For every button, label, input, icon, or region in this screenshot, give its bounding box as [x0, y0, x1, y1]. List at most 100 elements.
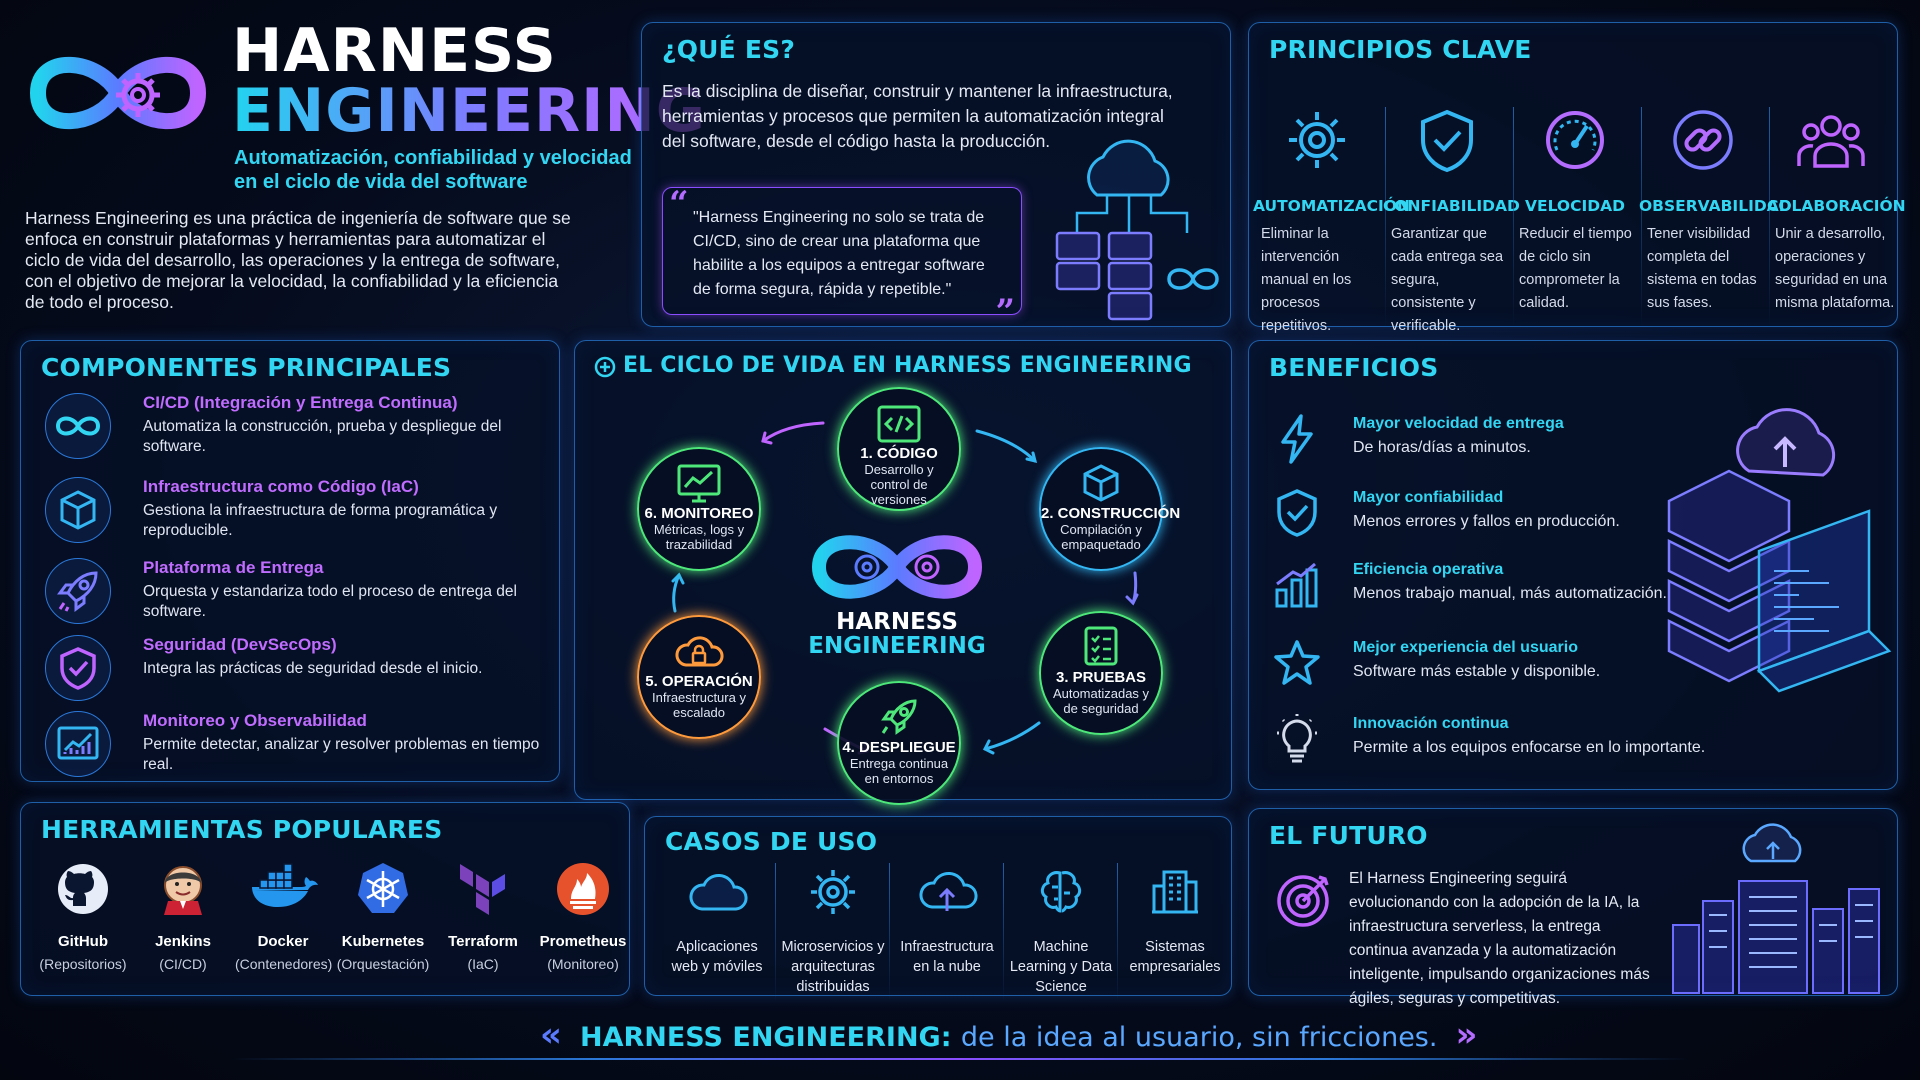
city-cloud-illustration: [1669, 815, 1895, 994]
shield-check-icon: [1269, 485, 1325, 541]
ciclo-panel: EL CICLO DE VIDA EN HARNESS ENGINEERING …: [574, 340, 1232, 805]
casos-panel: CASOS DE USO Aplicaciones web y móviles …: [644, 816, 1232, 1003]
divider: [775, 863, 776, 1003]
footer-tagline: de la idea al usuario, sin fricciones.: [960, 1022, 1438, 1053]
tool-role: (Monitoreo): [547, 956, 619, 972]
stage-monitoreo: 6. MONITOREO Métricas, logs y trazabilid…: [637, 447, 761, 571]
principio-observabilidad: OBSERVABILIDAD Tener visibilidad complet…: [1639, 103, 1792, 315]
close-quote-icon: ”: [995, 292, 1015, 332]
stage-construccion: 2. CONSTRUCCIÓN Compilación y empaquetad…: [1039, 447, 1181, 571]
principio-desc: Reducir el tiempo de ciclo sin compromet…: [1519, 226, 1632, 311]
principio-desc: Eliminar la intervención manual en los p…: [1261, 226, 1352, 334]
componente-title: Infraestructura como Código (IaC): [143, 477, 419, 496]
lightning-icon: [1269, 411, 1325, 467]
principio-desc: Garantizar que cada entrega sea segura, …: [1391, 226, 1504, 334]
principio-desc: Unir a desarrollo, operaciones y segurid…: [1775, 226, 1895, 311]
checklist-icon: [1041, 613, 1161, 667]
infinity-icon: [45, 393, 111, 459]
cube-icon: [45, 477, 111, 543]
caso-web-moviles: Aplicaciones web y móviles: [663, 863, 771, 977]
chevrons-right-icon: »: [1455, 1015, 1478, 1055]
principio-colaboracion: COLABORACIÓN Unir a desarrollo, operacio…: [1767, 103, 1906, 315]
link-icon: [1639, 103, 1767, 177]
caso-machine-learning: Machine Learning y Data Science: [1007, 863, 1115, 997]
cloud-upload-icon: [893, 863, 1001, 921]
beneficio-desc: Permite a los equipos enfocarse en lo im…: [1353, 739, 1706, 756]
stage-despliegue: 4. DESPLIEGUE Entrega continua en entorn…: [837, 681, 961, 805]
que-es-panel: ¿QUÉ ES? Es la disciplina de diseñar, co…: [641, 22, 1231, 332]
tool-name: Terraform: [448, 933, 518, 950]
caso-label: Infraestructura en la nube: [900, 939, 994, 975]
beneficio-innovacion: Innovación continua Permite a los equipo…: [1269, 711, 1769, 773]
divider: [1513, 107, 1514, 327]
beneficio-title: Innovación continua: [1353, 715, 1509, 732]
stage-title: 1. CÓDIGO: [860, 445, 938, 462]
cycle-header-icon: [593, 355, 617, 384]
shield-check-icon: [1383, 103, 1511, 177]
stage-title: 3. PRUEBAS: [1055, 669, 1147, 686]
tool-name: GitHub: [58, 933, 108, 950]
principio-automatizacion: AUTOMATIZACIÓN Eliminar la intervención …: [1253, 103, 1410, 338]
tool-docker: Docker (Contenedores): [235, 859, 332, 972]
caso-label: Sistemas empresariales: [1129, 939, 1221, 975]
speedometer-icon: [1511, 103, 1639, 177]
stage-desc: Entrega continua en entornos: [849, 756, 949, 786]
building-icon: [1121, 863, 1229, 921]
stage-desc: Desarrollo y control de versiones: [864, 462, 934, 507]
terraform-icon: [435, 859, 531, 919]
divider: [889, 863, 890, 1003]
componente-title: Plataforma de Entrega: [143, 558, 324, 577]
stage-title: 5. OPERACIÓN: [645, 673, 753, 690]
stage-desc: Infraestructura y escalado: [652, 690, 746, 720]
shield-check-icon: [45, 635, 111, 701]
footer-banner: «HARNESS ENGINEERING: de la idea al usua…: [540, 1010, 1477, 1060]
brand-infinity-gear-logo: [18, 38, 218, 148]
stage-title: 2. CONSTRUCCIÓN: [1041, 505, 1181, 522]
beneficio-confiabilidad: Mayor confiabilidad Menos errores y fall…: [1269, 485, 1769, 547]
beneficio-title: Mayor velocidad de entrega: [1353, 415, 1564, 432]
quote-text: "Harness Engineering no solo se trata de…: [693, 209, 985, 298]
docker-icon: [235, 859, 331, 919]
stage-title: 4. DESPLIEGUE: [842, 739, 956, 756]
footer-glow-line: [230, 1058, 1690, 1060]
tool-role: (Orquestación): [336, 956, 430, 972]
principio-confiabilidad: CONFIABILIDAD Garantizar que cada entreg…: [1383, 103, 1520, 338]
jenkins-icon: [135, 859, 231, 919]
que-es-text: Es la disciplina de diseñar, construir y…: [662, 81, 1173, 151]
principios-panel: PRINCIPIOS CLAVE AUTOMATIZACIÓN Eliminar…: [1248, 22, 1906, 334]
brand-title-line2: ENGINEERING: [232, 76, 706, 146]
beneficio-eficiencia: Eficiencia operativa Menos trabajo manua…: [1269, 557, 1769, 619]
divider: [1117, 863, 1118, 1003]
principio-desc: Tener visibilidad completa del sistema e…: [1647, 226, 1757, 311]
principio-title: VELOCIDAD: [1525, 197, 1625, 215]
componente-desc: Orquesta y estandariza todo el proceso d…: [143, 583, 517, 620]
prometheus-icon: [535, 859, 631, 919]
rocket-icon: [45, 558, 111, 624]
componentes-title: COMPONENTES PRINCIPALES: [41, 353, 452, 382]
bar-chart-icon: [1269, 557, 1325, 613]
beneficio-desc: De horas/días a minutos.: [1353, 439, 1531, 456]
cycle-arrows: [671, 421, 1139, 755]
tool-name: Jenkins: [155, 933, 211, 950]
chevrons-left-icon: «: [540, 1015, 562, 1055]
servers-laptop-illustration: [1639, 361, 1892, 761]
tool-kubernetes: Kubernetes (Orquestación): [335, 859, 431, 972]
componente-title: CI/CD (Integración y Entrega Continua): [143, 393, 458, 412]
cloud-lock-icon: [639, 617, 759, 671]
beneficio-title: Eficiencia operativa: [1353, 561, 1504, 578]
componente-desc: Integra las prácticas de seguridad desde…: [143, 660, 483, 677]
tool-role: (CI/CD): [159, 956, 207, 972]
beneficio-velocidad: Mayor velocidad de entrega De horas/días…: [1269, 411, 1769, 473]
principios-title: PRINCIPIOS CLAVE: [1269, 35, 1532, 64]
componente-monitoreo: Monitoreo y Observabilidad Permite detec…: [35, 707, 565, 779]
stage-pruebas: 3. PRUEBAS Automatizadas y de seguridad: [1039, 611, 1163, 735]
tool-name: Prometheus: [539, 933, 627, 950]
stage-codigo: 1. CÓDIGO Desarrollo y control de versio…: [837, 387, 961, 511]
futuro-panel: EL FUTURO El Harness Engineering seguirá…: [1248, 808, 1898, 1007]
que-es-title: ¿QUÉ ES?: [662, 35, 796, 64]
componente-desc: Gestiona la infraestructura de forma pro…: [143, 502, 498, 539]
beneficio-desc: Menos trabajo manual, más automatización…: [1353, 585, 1667, 602]
principio-title: COLABORACIÓN: [1767, 197, 1906, 215]
stage-desc: Automatizadas y de seguridad: [1052, 686, 1150, 716]
caso-label: Machine Learning y Data Science: [1009, 939, 1113, 995]
